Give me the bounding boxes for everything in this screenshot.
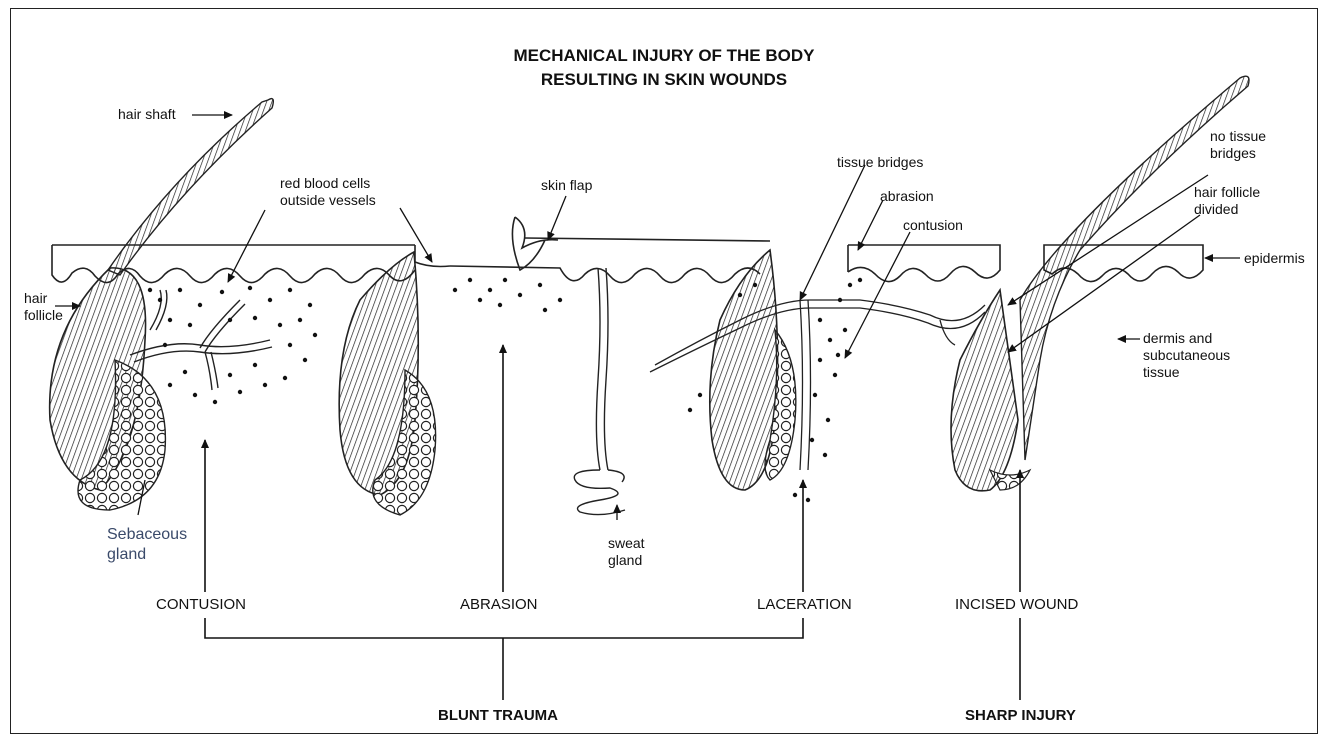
label-sweat-gland: sweat gland (608, 535, 645, 569)
label-hair-follicle: hair follicle (24, 290, 63, 324)
hair-follicle-3 (710, 250, 796, 490)
label-hair-shaft: hair shaft (118, 106, 176, 123)
category-incised-wound: INCISED WOUND (955, 596, 1078, 613)
category-abrasion: ABRASION (460, 596, 538, 613)
hair-follicle-1 (50, 99, 274, 510)
label-no-tissue-bridges: no tissue bridges (1210, 128, 1266, 162)
diagram-title: MECHANICAL INJURY OF THE BODY RESULTING … (0, 44, 1328, 92)
label-tissue-bridges: tissue bridges (837, 154, 923, 171)
label-epidermis: epidermis (1244, 250, 1305, 267)
group-blunt-trauma: BLUNT TRAUMA (438, 707, 558, 724)
label-abrasion-small: abrasion (880, 188, 934, 205)
label-red-blood-cells: red blood cells outside vessels (280, 175, 376, 209)
hair-follicle-2 (339, 252, 435, 515)
label-hair-follicle-divided: hair follicle divided (1194, 184, 1260, 218)
category-contusion: CONTUSION (156, 596, 246, 613)
category-arrows (205, 345, 1020, 700)
category-laceration: LACERATION (757, 596, 852, 613)
label-contusion-small: contusion (903, 217, 963, 234)
sweat-gland-duct (574, 268, 625, 515)
skin-flap (512, 217, 558, 270)
label-sebaceous-gland: Sebaceous gland (107, 525, 187, 565)
tissue-bridges (650, 300, 985, 470)
title-line-1: MECHANICAL INJURY OF THE BODY (0, 44, 1328, 68)
label-dermis: dermis and subcutaneous tissue (1143, 330, 1230, 381)
label-skin-flap: skin flap (541, 177, 592, 194)
title-line-2: RESULTING IN SKIN WOUNDS (0, 68, 1328, 92)
group-sharp-injury: SHARP INJURY (965, 707, 1076, 724)
hair-follicle-4 (951, 76, 1249, 491)
skin-surface-abrasion (415, 238, 770, 283)
